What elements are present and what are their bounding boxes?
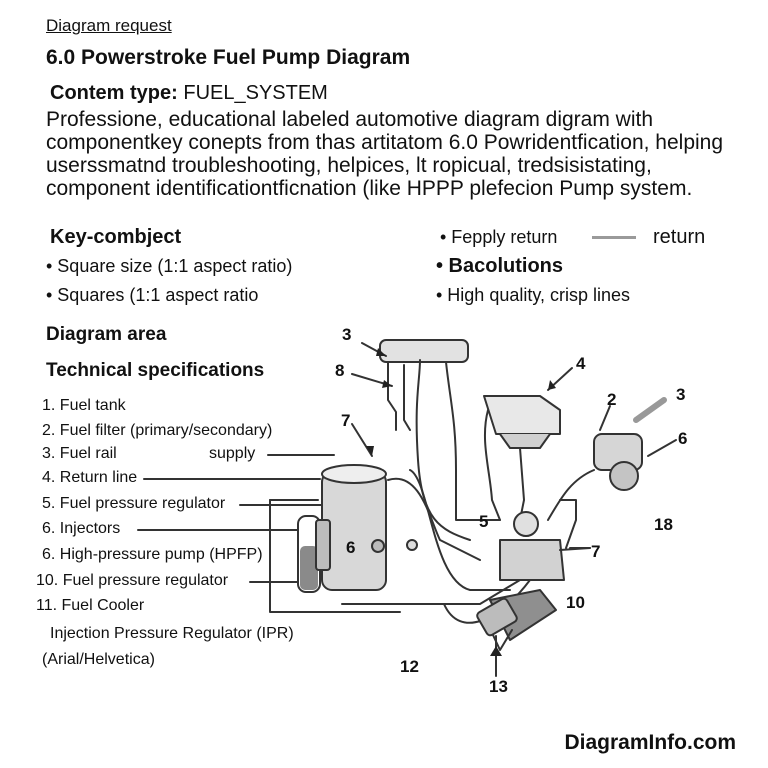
callout-12: 12 bbox=[400, 657, 419, 676]
description-line: componentkey conepts from thas artitatom… bbox=[46, 131, 724, 154]
fuel-housing bbox=[483, 395, 561, 435]
callout-7-leader bbox=[351, 423, 373, 457]
fuel-line bbox=[387, 477, 481, 561]
callout-10: 10 bbox=[566, 593, 585, 612]
content-type: Contem type: FUEL_SYSTEM bbox=[50, 82, 328, 105]
regulator-outlet-line bbox=[547, 469, 595, 521]
supply-return-bullet: • Fepply return bbox=[440, 227, 558, 247]
callout-5: 5 bbox=[479, 512, 489, 531]
callout-6: 6 bbox=[678, 429, 688, 448]
spec-item: 5. Fuel pressure regulator bbox=[42, 495, 226, 512]
font-note: (Arial/Helvetica) bbox=[42, 651, 155, 668]
fuel-rail bbox=[387, 359, 397, 431]
description-line: userssmatnd troubleshooting, helpices, l… bbox=[46, 154, 652, 177]
key-object-heading: Key-combject bbox=[50, 226, 182, 248]
fuel-line bbox=[409, 469, 511, 591]
spec-item: 6. Injectors bbox=[42, 520, 121, 537]
content-type-label: Contem type: bbox=[50, 82, 178, 104]
regulator-cap bbox=[609, 461, 639, 491]
callout-18: 18 bbox=[654, 515, 673, 534]
arrowhead bbox=[382, 380, 392, 388]
arrowhead bbox=[490, 646, 502, 656]
content-type-value: FUEL_SYSTEM bbox=[183, 82, 328, 104]
hpfp-fitting bbox=[513, 511, 539, 537]
callout-7: 7 bbox=[341, 411, 351, 430]
high-pressure-pump bbox=[499, 539, 565, 581]
callout-8: 8 bbox=[335, 361, 345, 380]
fuel-filter-canister bbox=[321, 471, 387, 591]
spec-item: 3. Fuel rail bbox=[42, 445, 117, 462]
callout-3b: 3 bbox=[676, 385, 686, 404]
housing-line bbox=[483, 409, 501, 521]
callout-2-leader bbox=[599, 405, 611, 431]
spec-item: 11. Fuel Cooler bbox=[36, 597, 145, 614]
arrowhead bbox=[376, 348, 386, 356]
site-footer: DiagramInfo.com bbox=[564, 731, 736, 754]
description-line: Professione, educational labeled automot… bbox=[46, 108, 654, 131]
description-line: component identificationtficnation (like… bbox=[46, 177, 693, 200]
fuel-level bbox=[300, 546, 318, 590]
callout-2: 2 bbox=[607, 390, 617, 409]
arrowhead bbox=[366, 446, 374, 456]
rail-return-line bbox=[445, 361, 501, 521]
arrowhead bbox=[548, 380, 556, 390]
spec-item: 2. Fuel filter (primary/secondary) bbox=[42, 422, 273, 439]
spec-item: 4. Return line bbox=[42, 469, 138, 486]
ipr-line: Injection Pressure Regulator (IPR) bbox=[50, 625, 294, 642]
canister-top bbox=[321, 464, 387, 484]
diagram-area-heading: Diagram area bbox=[46, 324, 167, 345]
return-label: return bbox=[653, 226, 706, 248]
fuel-rail bbox=[403, 364, 411, 431]
callout-6-leader bbox=[647, 439, 677, 457]
fuel-rail-block bbox=[379, 339, 469, 363]
fuel-supply-line bbox=[341, 579, 521, 605]
technical-specs-heading: Technical specifications bbox=[46, 360, 265, 381]
spec-item: 6. High-pressure pump (HPFP) bbox=[42, 546, 263, 563]
callout-7b: 7 bbox=[591, 542, 601, 561]
regulator-inlet-pipe bbox=[633, 397, 667, 423]
housing-drop-line bbox=[519, 447, 525, 521]
page-title: 6.0 Powerstroke Fuel Pump Diagram bbox=[46, 46, 411, 69]
callout-13: 13 bbox=[489, 677, 508, 696]
canister-fitting bbox=[371, 539, 385, 553]
rail-feed-line bbox=[415, 359, 471, 541]
hpfp-line bbox=[559, 499, 577, 549]
return-legend-line bbox=[592, 236, 636, 239]
key-object-bullet: • Squares (1:1 aspect ratio bbox=[46, 285, 259, 305]
diagram-request-label: Diagram request bbox=[46, 16, 172, 35]
key-object-bullet: • Square size (1:1 aspect ratio) bbox=[46, 256, 293, 276]
quality-bullet: • High quality, crisp lines bbox=[436, 285, 631, 305]
supply-label: supply bbox=[209, 445, 256, 462]
callout-4: 4 bbox=[576, 354, 586, 373]
fuel-return-line bbox=[269, 499, 401, 613]
canister-fitting bbox=[406, 539, 418, 551]
spec-item: 10. Fuel pressure regulator bbox=[36, 572, 229, 589]
callout-3: 3 bbox=[342, 325, 352, 344]
resolutions-heading: • Bacolutions bbox=[436, 255, 564, 277]
spec-item: 1. Fuel tank bbox=[42, 397, 126, 414]
injection-pressure-regulator bbox=[476, 597, 518, 637]
fuel-housing-bowl bbox=[499, 433, 551, 449]
callout-6-canister: 6 bbox=[346, 538, 356, 557]
description: Professione, educational labeled automot… bbox=[46, 108, 736, 200]
fuel-pump-body bbox=[315, 519, 331, 571]
